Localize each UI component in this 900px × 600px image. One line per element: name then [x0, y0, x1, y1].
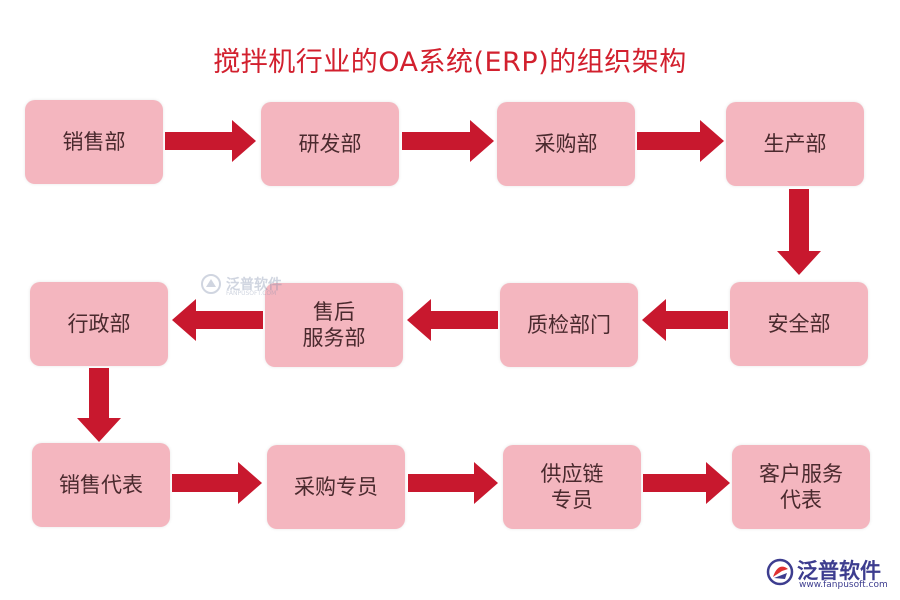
node-safety: 安全部 [730, 282, 868, 366]
watermark-logo-icon [201, 274, 221, 294]
brand-logo-icon [766, 558, 794, 586]
arrow-procurement-to-production [637, 120, 724, 162]
node-after-sales: 售后 服务部 [265, 283, 403, 367]
arrow-supply-chain-to-cs [643, 462, 730, 504]
node-supply-chain-specialist: 供应链 专员 [503, 445, 641, 529]
watermark-subtext: FANPUSOFT.COM [226, 290, 277, 297]
brand-name: 泛普软件 [797, 559, 881, 583]
watermark: 泛普软件 FANPUSOFT.COM [200, 273, 282, 297]
arrow-sales-to-rnd [165, 120, 256, 162]
arrow-qc-to-after-sales [407, 299, 498, 341]
node-sales: 销售部 [25, 100, 163, 184]
brand-url: www.fanpusoft.com [799, 580, 888, 590]
node-production: 生产部 [726, 102, 864, 186]
node-qc: 质检部门 [500, 283, 638, 367]
arrow-sales-rep-to-purchase [172, 462, 262, 504]
arrow-safety-to-qc [642, 299, 728, 341]
arrow-after-sales-to-admin [172, 299, 263, 341]
node-procurement: 采购部 [497, 102, 635, 186]
node-purchase-specialist: 采购专员 [267, 445, 405, 529]
node-admin: 行政部 [30, 282, 168, 366]
diagram-title: 搅拌机行业的OA系统(ERP)的组织架构 [213, 47, 687, 78]
node-rnd: 研发部 [261, 102, 399, 186]
watermark-text: 泛普软件 [226, 277, 282, 293]
node-cs-rep: 客户服务 代表 [732, 445, 870, 529]
brand-logo: 泛普软件 www.fanpusoft.com [765, 553, 895, 593]
arrow-rnd-to-procurement [402, 120, 494, 162]
arrow-admin-to-sales-rep [77, 368, 121, 442]
arrow-production-to-safety [777, 189, 821, 275]
node-sales-rep: 销售代表 [32, 443, 170, 527]
arrow-purchase-to-supply-chain [408, 462, 498, 504]
